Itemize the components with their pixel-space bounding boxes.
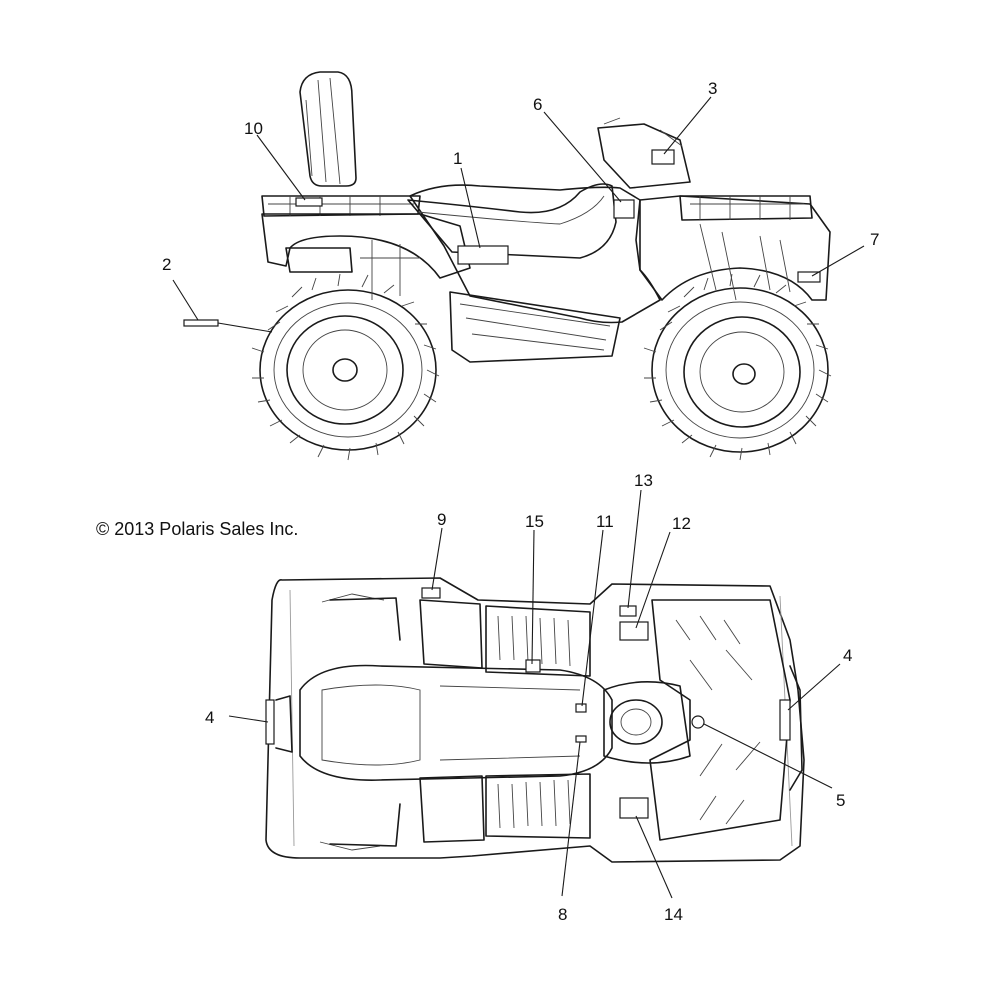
callout-4-front: 4 [843,646,852,665]
front-wheel-side [643,273,832,461]
decal-6 [613,199,635,219]
decal-11 [575,703,587,713]
floorboard-right-top [485,773,591,839]
leader-lines [172,96,865,899]
callout-10: 10 [244,119,263,138]
main-body [409,184,661,324]
decal-10 [295,197,323,207]
decal-8 [575,735,587,743]
decal-5 [691,715,705,729]
front-rack-top [649,599,791,841]
side-view [251,71,832,461]
rear-left-footwell [419,599,483,669]
decal-3 [651,149,675,165]
rear-rack [261,195,421,217]
front-rack [679,195,813,221]
decal-4-front [779,699,791,741]
rear-right-footwell [419,775,485,843]
decal-7 [797,271,821,283]
callout-5: 5 [836,791,845,810]
rear-wheel-side [251,273,440,461]
callout-13: 13 [634,471,653,490]
callout-15: 15 [525,512,544,531]
callout-11: 11 [596,512,614,531]
decal-12 [619,621,649,641]
callout-7: 7 [870,230,879,249]
handlebar [597,123,691,189]
callout-1: 1 [453,149,462,168]
decal-15 [525,659,541,673]
steering-column-top [609,699,663,745]
callout-8: 8 [558,905,567,924]
seat-side [407,183,617,259]
callouts: 1 2 3 6 7 10 4 4 5 8 9 11 12 13 14 15 [162,79,879,924]
floorboard-side [449,291,621,363]
passenger-backrest [299,71,357,187]
callout-2: 2 [162,255,171,274]
top-view [265,577,805,863]
callout-12: 12 [672,514,691,533]
copyright-notice: © 2013 Polaris Sales Inc. [96,519,299,539]
callout-9: 9 [437,510,446,529]
decal-9 [421,587,441,599]
decal-14 [619,797,649,819]
body-outline-top [265,577,805,863]
callout-4-rear: 4 [205,708,214,727]
decal-1-side [457,245,509,265]
callout-3: 3 [708,79,717,98]
callout-14: 14 [664,905,683,924]
front-fender [639,195,831,301]
floorboard-left-top [485,605,591,677]
decal-2 [183,319,219,327]
callout-6: 6 [533,95,542,114]
rear-fender [261,213,471,279]
seat-top [299,664,613,781]
